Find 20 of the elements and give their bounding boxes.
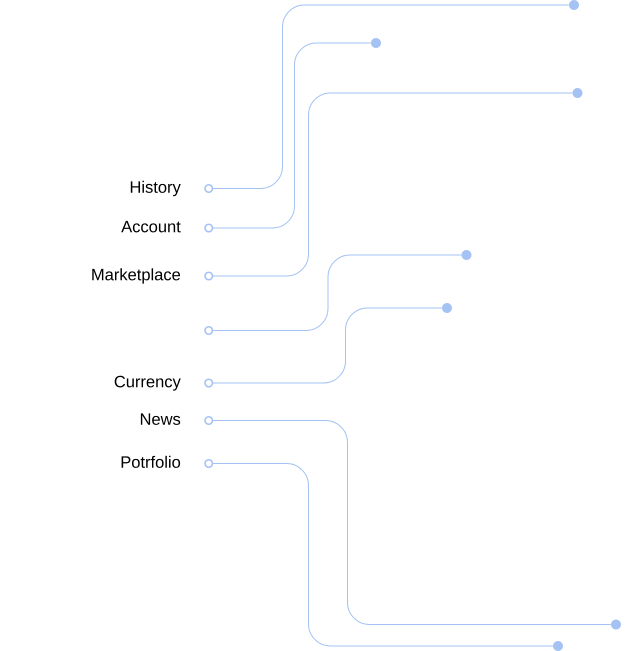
marker-dot	[553, 641, 563, 651]
marker-dot	[371, 38, 381, 48]
marker-dot	[572, 88, 582, 98]
leader-line	[204, 254, 462, 336]
leader-line	[204, 308, 442, 388]
callout-label: History	[130, 180, 181, 196]
leader-line	[204, 416, 612, 625]
callout-label: News	[140, 413, 180, 425]
callout-label: Currency	[114, 376, 181, 391]
leader-line	[204, 92, 573, 281]
leader-line	[204, 42, 372, 233]
leader-line	[204, 458, 554, 646]
callout-label: Marketplace	[92, 268, 180, 284]
marker-dot	[462, 250, 472, 260]
marker-dot	[569, 0, 579, 10]
callout-label: Potrfolio	[122, 456, 180, 468]
callout-label: Account	[121, 220, 181, 232]
marker-dot	[611, 620, 621, 630]
leader-line	[204, 4, 570, 194]
marker-dot	[442, 303, 452, 313]
